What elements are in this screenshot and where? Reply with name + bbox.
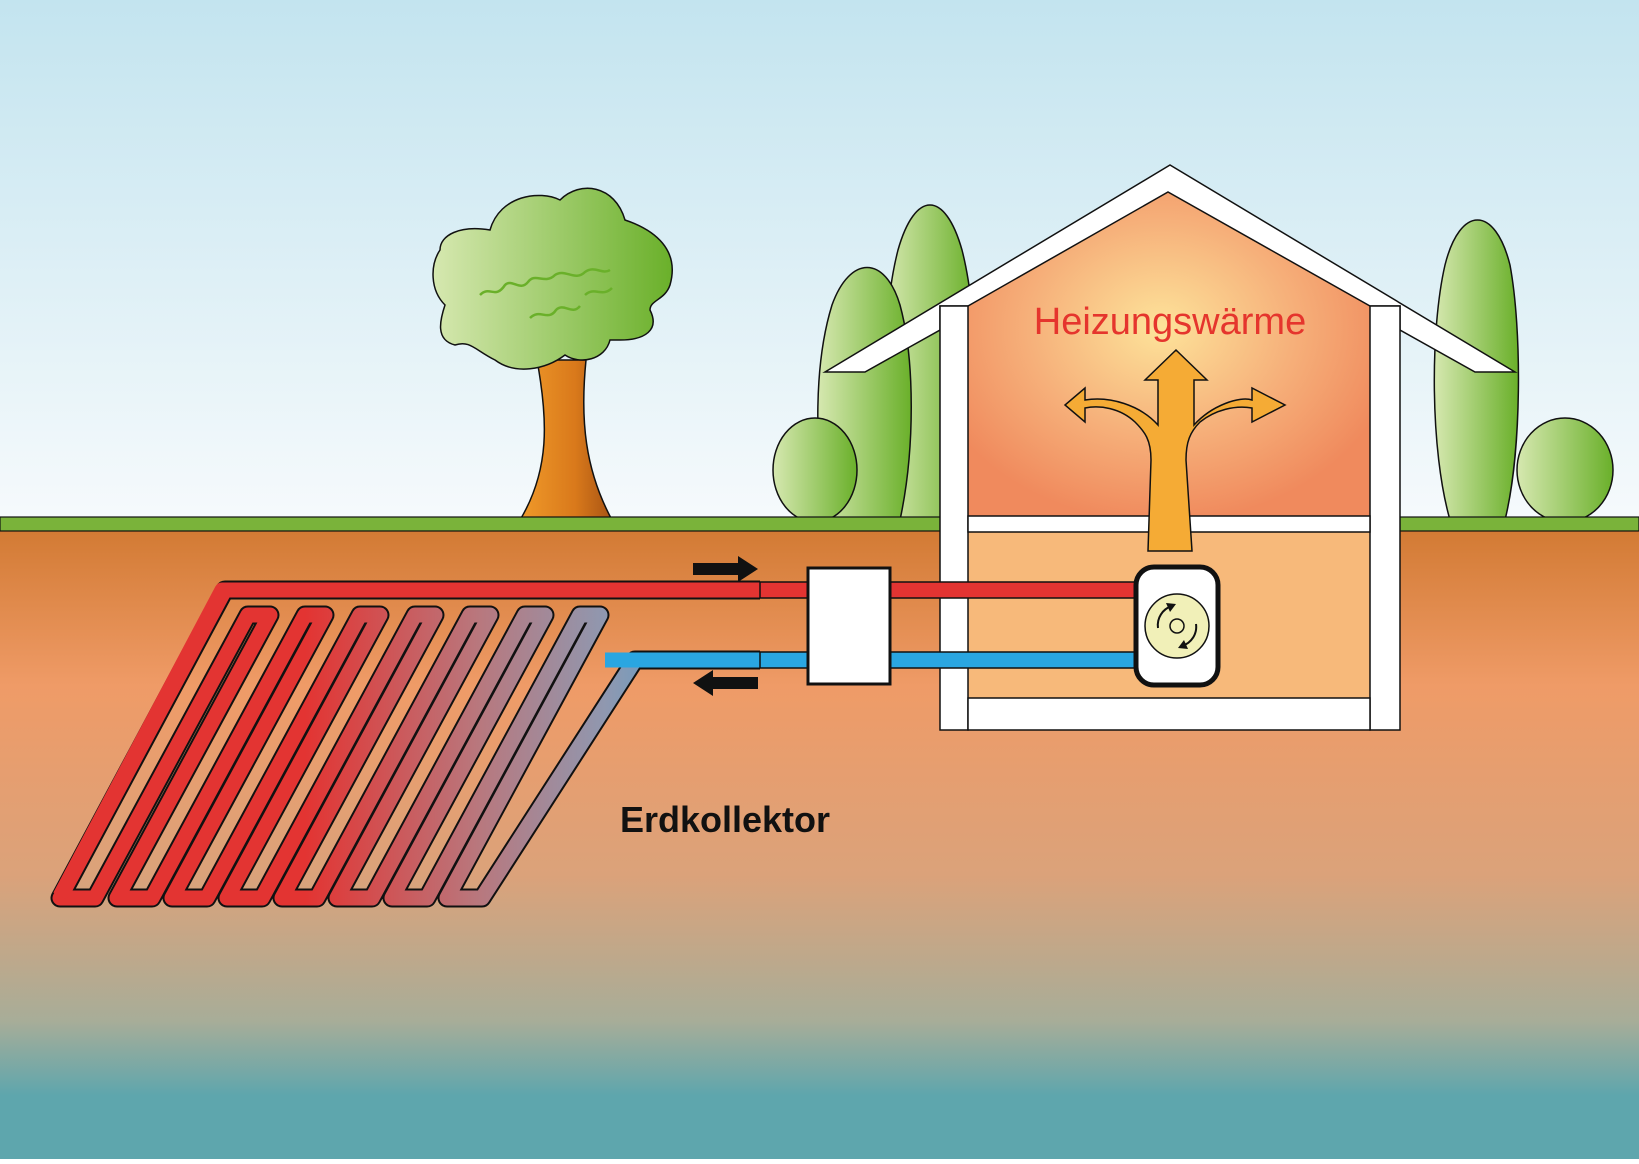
round-bush <box>1516 417 1614 523</box>
heating-label: Heizungswärme <box>1034 301 1306 343</box>
heat-pump-icon <box>1133 564 1221 688</box>
arrow-right-icon <box>693 556 758 582</box>
round-bush <box>772 417 858 523</box>
leaf-marks <box>479 268 613 319</box>
ground-collector-pipe <box>50 580 805 908</box>
house-frame <box>822 164 1518 731</box>
bushes <box>772 204 1614 523</box>
collector-label: Erdkollektor <box>620 799 830 840</box>
house-interior-warm <box>968 192 1370 516</box>
house-foundation <box>967 697 1371 731</box>
arrow-left-icon <box>693 670 758 696</box>
tree-crown <box>432 187 673 370</box>
heat-distribution-arrows-icon <box>1063 348 1287 552</box>
house-right-wall <box>1369 305 1401 731</box>
heat-exchanger-box <box>806 566 892 686</box>
tree <box>432 187 673 521</box>
